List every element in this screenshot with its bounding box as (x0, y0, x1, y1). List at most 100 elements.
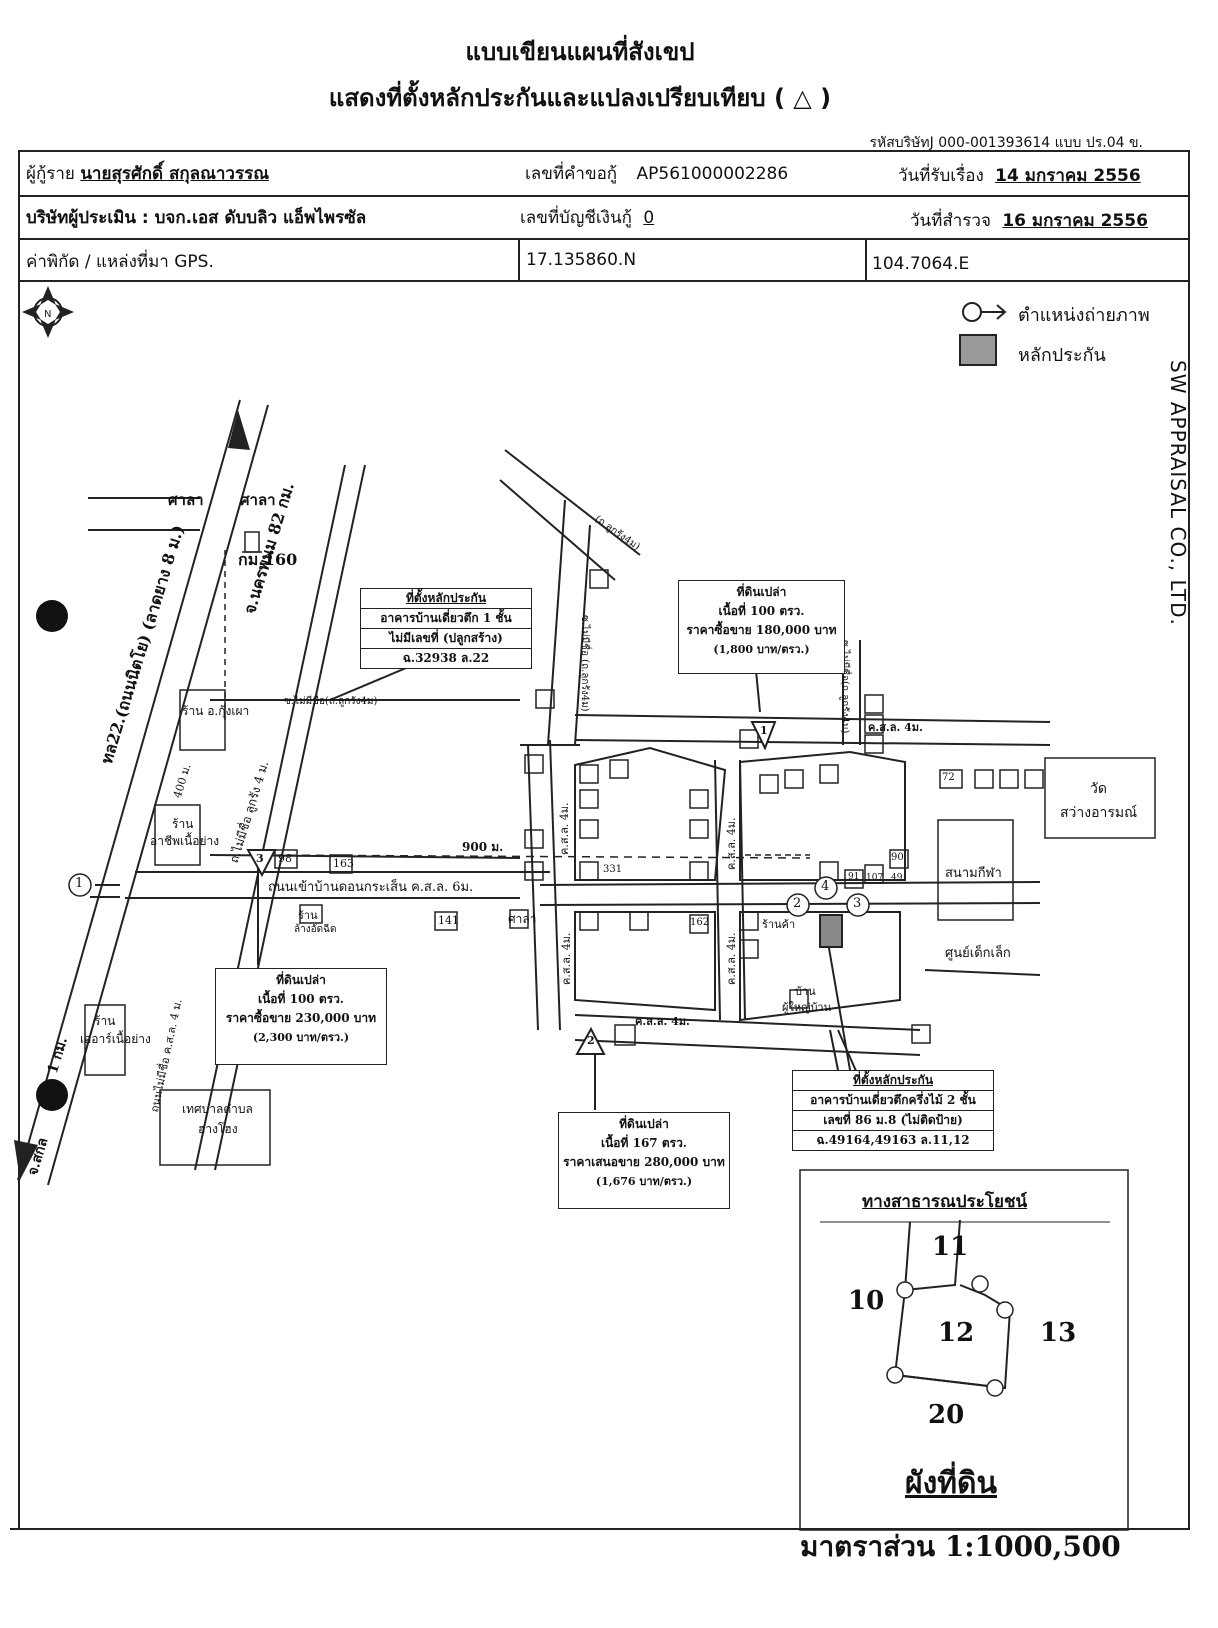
plot-number-13: 13 (1040, 1318, 1077, 1348)
arrow-south-icon (14, 1140, 38, 1180)
small-shop-label: ร้านค้า (762, 918, 796, 931)
vacant-box-1-title: ที่ดินเปล่า (736, 585, 787, 599)
comparable-3-icon (246, 849, 277, 878)
comparable-1-icon (750, 721, 777, 751)
collateral-box-2-line1: อาคารบ้านเดี่ยวตึกครึ่งไม้ 2 ชั้น (793, 1090, 993, 1110)
vacant-box-2: ที่ดินเปล่า เนื้อที่ 100 ตรว. ราคาซื้อขา… (215, 968, 387, 1065)
collateral-box-2-line3: ฉ.49164,49163 ล.11,12 (793, 1130, 993, 1150)
stadium-label: สนามกีฬา (945, 866, 1002, 881)
survey-label: วันที่สำรวจ (910, 211, 991, 231)
house-number: 163 (333, 857, 354, 870)
received-label: วันที่รับเรื่อง (898, 166, 984, 186)
plot-number-10: 10 (848, 1286, 885, 1316)
coord-label: ค่าพิกัด / แหล่งที่มา GPS. (26, 252, 214, 272)
vacant-box-2-line1: เนื้อที่ 100 ตรว. (258, 992, 344, 1006)
borrower-row: ผู้กู้ราย นายสุรศักดิ์ สกุลณาวรรณ (26, 160, 269, 187)
map-frame (18, 278, 1190, 1528)
received-date: 14 มกราคม 2556 (995, 166, 1141, 186)
temple-label-2: สว่างอารมณ์ (1060, 805, 1138, 821)
north-compass-icon: N (22, 286, 74, 338)
collateral-hatch (819, 914, 843, 948)
received-row: วันที่รับเรื่อง 14 มกราคม 2556 (898, 162, 1141, 189)
vacant-box-3-line2: ราคาเสนอขาย 280,000 บาท (563, 1155, 725, 1169)
photo-marker-2 (786, 893, 810, 917)
municipality-label-2: ฮางโฮง (198, 1122, 238, 1136)
land-plan-title: ผังที่ดิน (905, 1466, 997, 1501)
collateral-legend-swatch (959, 334, 997, 366)
collateral-box-1-title: ที่ตั้งหลักประกัน (405, 591, 487, 605)
appraiser-label: บริษัทผู้ประเมิน : (26, 208, 155, 228)
sala-label-2: ศาลา (240, 491, 276, 509)
municipality-label-1: เทศบาลตำบล (182, 1102, 253, 1116)
col-divider (518, 238, 520, 280)
comparable-number: 1 (760, 724, 768, 737)
sala-label-3: ศาลา (508, 912, 537, 926)
plot-number-12: 12 (938, 1318, 975, 1348)
collateral-box-2-title: ที่ตั้งหลักประกัน (852, 1073, 934, 1087)
shop-grill-label: ร้าน อ.กุ้งเผา (182, 704, 250, 718)
comparable-number: 2 (587, 1034, 595, 1047)
house-number: 91 (848, 872, 860, 882)
block-3 (574, 911, 716, 1012)
row-divider (20, 238, 1188, 240)
collateral-box-2-line2: เลขที่ 86 ม.8 (ไม่ติดป้าย) (793, 1110, 993, 1130)
latitude: 17.135860.N (526, 250, 637, 270)
shop-bike-label-2: ล้างอัดฉีด (294, 924, 337, 935)
comparable-2-icon (575, 1026, 606, 1055)
block-1 (574, 746, 727, 881)
shop-bbq-label-1: ร้าน (172, 817, 194, 831)
house-number: 141 (438, 914, 459, 927)
page-title: แบบเขียนแผนที่สังเขป (465, 38, 695, 66)
collateral-box-1-line3: ฉ.32938 ล.22 (361, 648, 531, 668)
photo-marker-number: 4 (821, 879, 830, 894)
svg-text:N: N (44, 309, 51, 320)
km-post-label: กม.160 (238, 550, 298, 569)
village-head-label-1: บ้าน (795, 985, 816, 998)
page-subtitle: แสดงที่ตั้งหลักประกันและแปลงเปรียบเทียบ … (328, 84, 832, 112)
plot-number-11: 11 (932, 1232, 969, 1262)
punch-hole (36, 1079, 68, 1111)
vacant-box-2-title: ที่ดินเปล่า (276, 973, 326, 987)
col-divider (865, 238, 867, 280)
distance-900-label: 900 ม. (462, 840, 504, 854)
block-2 (739, 750, 906, 881)
shop-car-label-2: เออาร์เนื้อย่าง (80, 1032, 151, 1046)
house-number: 331 (603, 864, 623, 875)
survey-date: 16 มกราคม 2556 (1002, 211, 1148, 231)
vacant-box-3-line3: (1,676 บาท/ตรว.) (595, 1175, 693, 1188)
request-label: เลขที่คำขอกู้ (525, 164, 618, 184)
request-no: AP561000002286 (636, 164, 789, 184)
unnamed-road-label-2: ซ.ไม่มีชื่อ(ถ.ลูกรัง4ม) (284, 696, 378, 707)
house-number: 72 (942, 772, 955, 783)
vacant-box-3-title: ที่ดินเปล่า (619, 1117, 669, 1131)
public-way-label: ทางสาธารณประโยชน์ (862, 1192, 1028, 1212)
concrete-road-b: ค.ส.ล. 4ม. (725, 817, 738, 870)
map-bottom-border (10, 1528, 1190, 1530)
laterite-road-2: ซ.ไม่มีชื่อ (ถ.ลูกรัง4ม) (579, 615, 590, 712)
temple-label-1: วัด (1090, 781, 1107, 797)
row-divider (20, 195, 1188, 197)
house-number: 107 (866, 873, 884, 883)
photo-position-icon (962, 302, 1007, 322)
collateral-box-1-line2: ไม่มีเลขที่ (ปลูกสร้าง) (361, 628, 531, 648)
shop-car-label-1: ร้าน (94, 1014, 116, 1028)
vacant-box-3: ที่ดินเปล่า เนื้อที่ 167 ตรว. ราคาเสนอขา… (558, 1112, 730, 1209)
survey-row: วันที่สำรวจ 16 มกราคม 2556 (910, 207, 1148, 234)
stadium-box (937, 819, 1014, 921)
concrete-road-c: ค.ส.ล. 4ม. (560, 932, 573, 985)
house-number: 49 (891, 873, 903, 883)
header-form-table: ผู้กู้ราย นายสุรศักดิ์ สกุลณาวรรณ เลขที่… (18, 150, 1190, 282)
comparable-triangles (246, 721, 777, 1055)
shop-bike-label-1: ร้าน (298, 909, 318, 922)
vacant-box-1-line3: (1,800 บาท/ตรว.) (713, 643, 810, 656)
request-row: เลขที่คำขอกู้ AP561000002286 (525, 160, 788, 187)
plot-box (799, 1169, 1129, 1531)
km-post-icon (242, 531, 262, 553)
vacant-box-2-line2: ราคาซื้อขาย 230,000 บาท (225, 1011, 377, 1025)
legend-collateral-label: หลักประกัน (1018, 345, 1106, 366)
scale-label: มาตราส่วน 1:1000,500 (800, 1530, 1121, 1563)
photo-marker-3 (846, 893, 870, 917)
concrete-road-e: ค.ส.ล. 4ม. (868, 721, 923, 734)
company-code: รหัสบริษัทJ 000-001393614 แบบ ปร.04 ข. (869, 135, 1143, 151)
appraiser-row: บริษัทผู้ประเมิน : บจก.เอส ดับบลิว แอ็พไ… (26, 204, 366, 231)
